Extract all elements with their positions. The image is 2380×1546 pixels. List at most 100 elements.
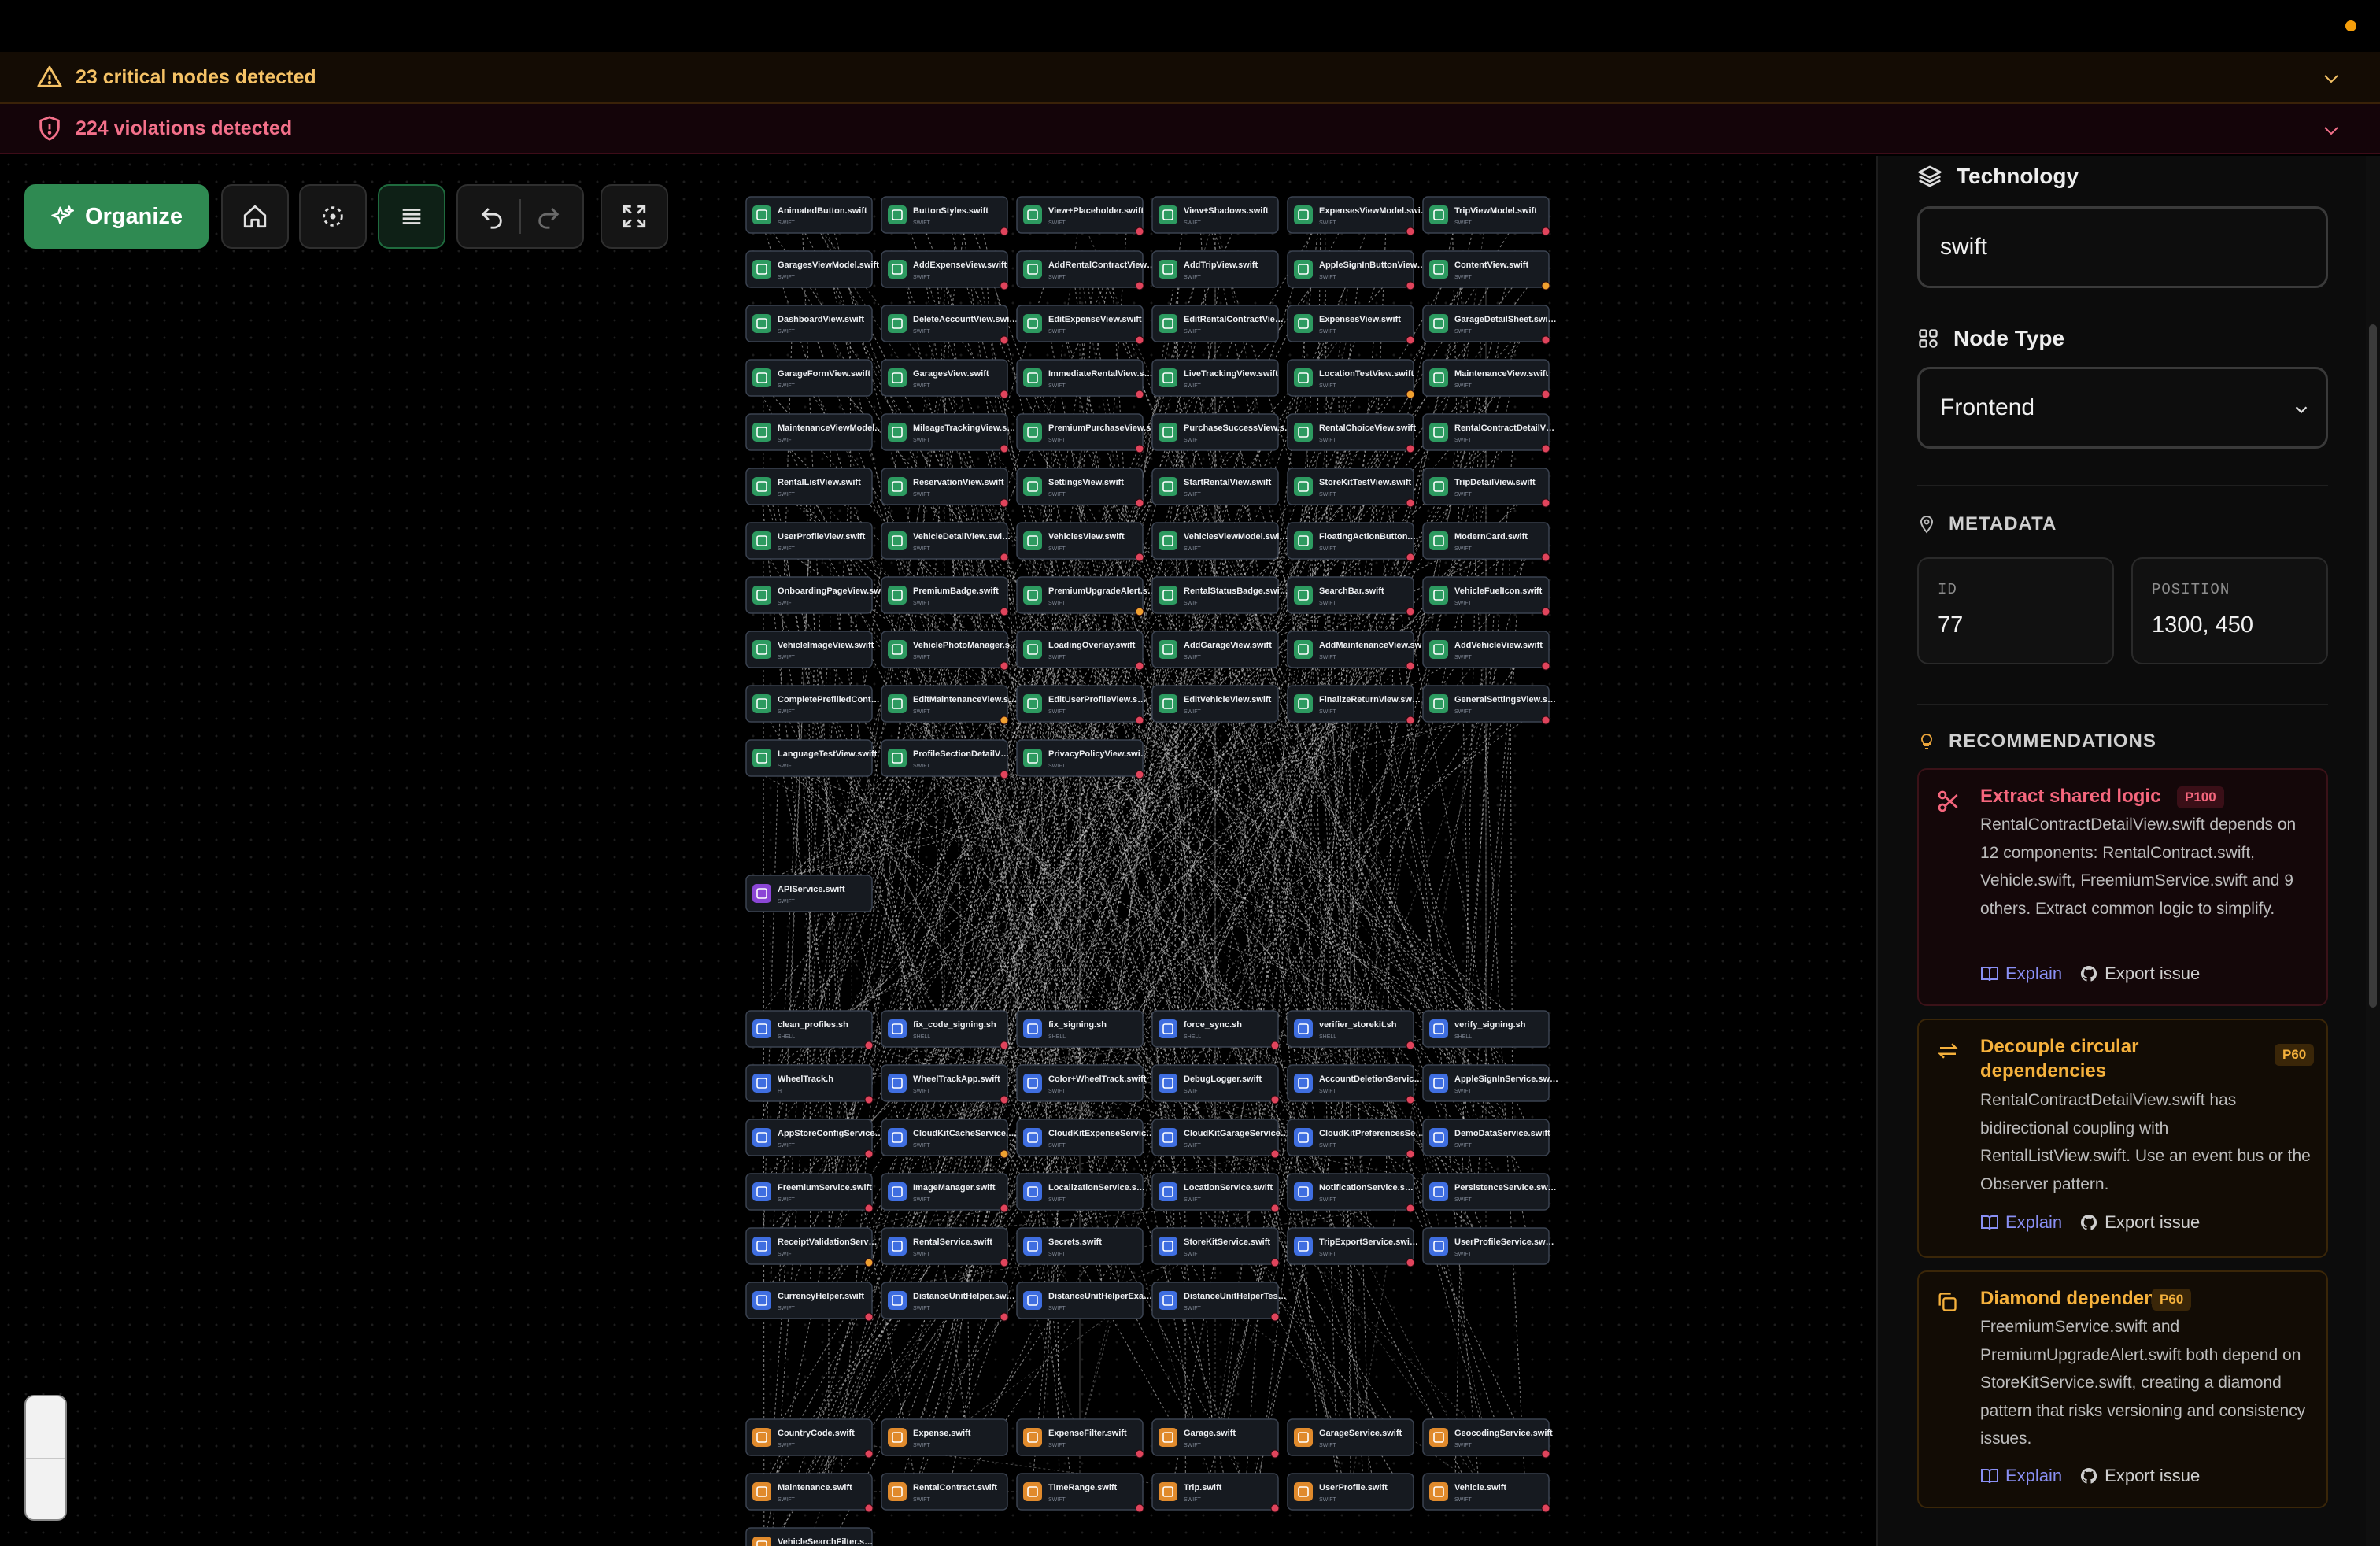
graph-node[interactable]: CloudKitGarageService…SWIFT bbox=[1151, 1119, 1289, 1159]
graph-node[interactable]: PremiumPurchaseView.s…SWIFT bbox=[1016, 413, 1159, 453]
export-issue-link[interactable]: Export issue bbox=[2079, 963, 2200, 984]
explain-link[interactable]: Explain bbox=[1980, 963, 2062, 984]
graph-node[interactable]: ReceiptValidationServ…SWIFT bbox=[745, 1227, 878, 1267]
graph-node[interactable]: RentalContractDetailV…SWIFT bbox=[1422, 413, 1554, 453]
technology-input[interactable]: swift bbox=[1917, 206, 2328, 288]
graph-node[interactable]: CloudKitCacheService.…SWIFT bbox=[881, 1119, 1017, 1159]
graph-node[interactable]: VehicleDetailView.swi…SWIFT bbox=[881, 522, 1011, 562]
graph-node[interactable]: AddMaintenanceView.sw…SWIFT bbox=[1287, 631, 1430, 671]
graph-node[interactable]: FinalizeReturnView.sw…SWIFT bbox=[1287, 685, 1421, 725]
graph-node[interactable]: AddRentalContractView…SWIFT bbox=[1016, 250, 1155, 290]
graph-node[interactable]: GarageDetailSheet.swi…SWIFT bbox=[1422, 305, 1557, 345]
graph-node[interactable]: ImmediateRentalView.s…SWIFT bbox=[1016, 359, 1153, 399]
graph-node[interactable]: MaintenanceViewModel.…SWIFT bbox=[745, 413, 885, 451]
graph-node[interactable]: AppStoreConfigService…SWIFT bbox=[745, 1119, 883, 1159]
fit-view-button[interactable] bbox=[299, 184, 367, 249]
node-type-select[interactable]: Frontend bbox=[1917, 367, 2328, 449]
graph-node[interactable]: NotificationService.s…SWIFT bbox=[1287, 1173, 1415, 1213]
export-issue-link[interactable]: Export issue bbox=[2079, 1466, 2200, 1486]
explain-link[interactable]: Explain bbox=[1980, 1466, 2062, 1486]
home-button[interactable] bbox=[221, 184, 289, 249]
graph-node[interactable]: DistanceUnitHelperTes…SWIFT bbox=[1151, 1282, 1287, 1322]
graph-node[interactable]: PrivacyPolicyView.swi…SWIFT bbox=[1016, 739, 1149, 779]
violations-banner[interactable]: 224 violations detected bbox=[0, 104, 2380, 154]
graph-node[interactable]: MileageTrackingView.s…SWIFT bbox=[881, 413, 1015, 453]
redo-icon[interactable] bbox=[535, 203, 562, 230]
graph-node[interactable]: AppleSignInService.sw…SWIFT bbox=[1422, 1064, 1558, 1102]
graph-node[interactable]: UserProfileService.sw…SWIFT bbox=[1422, 1227, 1554, 1265]
fullscreen-button[interactable] bbox=[601, 184, 668, 249]
organize-button[interactable]: Organize bbox=[24, 184, 209, 249]
chevron-down-icon[interactable] bbox=[2322, 69, 2341, 88]
layout-button[interactable] bbox=[378, 184, 445, 249]
graph-node[interactable]: CloudKitExpenseServic…SWIFT bbox=[1016, 1119, 1155, 1156]
graph-node[interactable]: EditMaintenanceView.s…SWIFT bbox=[881, 685, 1017, 725]
graph-node[interactable]: EditRentalContractVie…SWIFT bbox=[1151, 305, 1284, 342]
graph-node[interactable]: ProfileSectionDetailV…SWIFT bbox=[881, 739, 1009, 779]
graph-node[interactable]: TripExportService.swi…SWIFT bbox=[1287, 1227, 1418, 1267]
graph-node[interactable]: FloatingActionButton.…SWIFT bbox=[1287, 522, 1418, 562]
explain-link[interactable]: Explain bbox=[1980, 1212, 2062, 1233]
graph-node[interactable]: VehiclesViewModel.swi…SWIFT bbox=[1151, 522, 1288, 560]
graph-node[interactable]: RentalStatusBadge.swi…SWIFT bbox=[1151, 576, 1288, 614]
graph-node[interactable]: PurchaseSuccessView.s…SWIFT bbox=[1151, 413, 1293, 451]
graph-node[interactable]: CloudKitPreferencesSe…SWIFT bbox=[1287, 1119, 1424, 1159]
graph-node[interactable]: ExpensesViewModel.swi…SWIFT bbox=[1287, 196, 1429, 236]
graph-node[interactable]: EditUserProfileView.s…SWIFT bbox=[1016, 685, 1146, 725]
graph-node[interactable]: GeneralSettingsView.s…SWIFT bbox=[1422, 685, 1556, 725]
